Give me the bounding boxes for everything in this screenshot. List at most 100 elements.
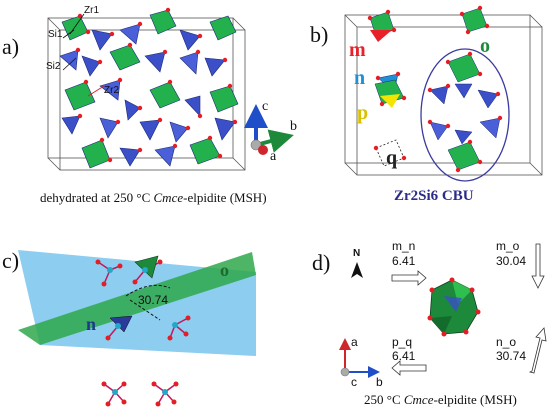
axis-d-c-label: c — [351, 375, 357, 389]
panel-c: c) o n 30.74 — [2, 248, 256, 407]
arrow-value-m-n: 6.41 — [392, 254, 416, 268]
plane-n-label: n — [86, 314, 96, 334]
arrow-label-n-o: n_o — [496, 335, 516, 349]
si-tetrahedron — [119, 147, 141, 167]
axis-d-b-label: b — [376, 375, 383, 389]
si-tetrahedron — [124, 99, 141, 121]
unit-cell-b — [344, 14, 543, 176]
arrow-value-m-o: 30.04 — [496, 254, 526, 268]
atom-label-zr2: Zr2 — [104, 85, 119, 96]
angle-line-1 — [129, 299, 161, 321]
caption-d-suffix: -elpidite (MSH) — [433, 392, 516, 407]
oxygen-atoms-b-left — [367, 5, 490, 161]
oxygen-atoms-a — [75, 7, 238, 163]
arrow-m-n-icon — [391, 270, 427, 286]
arrow-n-o-icon — [528, 327, 547, 374]
p-face — [380, 94, 400, 108]
north-label: N — [353, 248, 360, 259]
axes-abc-top: c b a — [244, 99, 297, 164]
axes-acb-d: a c b — [339, 335, 383, 389]
zr-octahedron — [209, 15, 237, 41]
si-tetrahedron — [184, 95, 201, 117]
axis-d-a-label: a — [351, 335, 358, 349]
si-tetrahedron — [91, 29, 113, 51]
north-arrow-icon — [351, 262, 363, 278]
letter-m: m — [349, 39, 366, 61]
si-tetrahedron — [204, 57, 226, 77]
unit-cell-a — [47, 17, 246, 171]
si-tetrahedron — [179, 51, 199, 75]
zr-octahedron — [61, 15, 89, 41]
si-tetrahedron — [179, 29, 201, 51]
caption-d-prefix: 250 °C — [364, 392, 404, 407]
axis-c-label: c — [262, 99, 268, 114]
atom-label-si2: Si2 — [46, 61, 61, 72]
angle-arc — [125, 284, 171, 297]
si-tetrahedron — [154, 145, 176, 167]
letter-q: q — [386, 147, 397, 169]
si-tetrahedron — [59, 49, 79, 71]
arrow-label-p-q: p_q — [392, 335, 412, 349]
oxygen-atoms-cbu — [427, 51, 503, 173]
caption-a-prefix: dehydrated at 250 °C — [40, 190, 154, 205]
arrow-value-p-q: 6.41 — [392, 349, 416, 363]
si-tetrahedron — [454, 83, 473, 99]
central-polyhedron — [427, 277, 481, 337]
letter-n: n — [354, 67, 365, 89]
axis-b-label: b — [290, 119, 297, 134]
caption-d: 250 °C Cmce-elpidite (MSH) — [364, 392, 517, 407]
panel-a: a) — [2, 5, 246, 171]
arrow-value-n-o: 30.74 — [496, 349, 526, 363]
panel-b-label: b) — [310, 22, 328, 47]
arrow-label-m-o: m_o — [496, 239, 520, 253]
si-tetrahedron — [99, 117, 119, 139]
cluster-mid — [105, 315, 191, 341]
cbu-ring — [429, 53, 501, 171]
si-tetrahedron — [139, 119, 161, 141]
cluster-bottom — [101, 381, 179, 407]
si-tetrahedron — [479, 117, 501, 139]
si-tetrahedron — [429, 85, 449, 105]
zr2-leader — [87, 85, 105, 97]
caption-a-suffix: -elpidite (MSH) — [183, 190, 266, 205]
zr-octahedron — [189, 137, 221, 165]
arrow-label-m-n: m_n — [392, 239, 415, 253]
panel-b: b) — [310, 5, 543, 204]
zr-octahedron — [81, 139, 111, 169]
caption-d-italic: Cmce — [404, 392, 434, 407]
caption-a: dehydrated at 250 °C Cmce-elpidite (MSH) — [40, 190, 267, 205]
letter-o: o — [480, 35, 490, 57]
caption-a-italic: Cmce — [154, 190, 184, 205]
zr-octahedron — [447, 53, 481, 83]
si-tetrahedron — [454, 129, 473, 145]
arrow-p-q-icon — [391, 360, 427, 376]
panel-c-label: c) — [2, 248, 19, 273]
panel-a-label: a) — [2, 34, 19, 59]
si-tetrahedron — [119, 23, 141, 45]
panel-d-label: d) — [312, 250, 330, 275]
si-tetrahedron — [81, 55, 101, 77]
zr-octahedron — [209, 85, 239, 113]
polyhedra-framework-a — [59, 9, 239, 169]
zr-octahedron — [64, 81, 96, 111]
zr-octahedron — [149, 81, 181, 109]
m-face — [370, 30, 392, 42]
si-tetrahedron — [477, 89, 499, 109]
axis-a-label: a — [270, 149, 277, 164]
atom-label-si1: Si1 — [48, 29, 63, 40]
atom-label-zr1: Zr1 — [84, 5, 99, 16]
zr-octahedron — [109, 44, 141, 71]
si-tetrahedron — [144, 51, 166, 73]
cbu-ellipse — [420, 48, 510, 182]
zr-octahedron — [149, 9, 177, 35]
si-tetrahedron — [169, 121, 189, 143]
atom-label-leaders — [62, 13, 85, 71]
si-tetrahedron — [99, 79, 121, 101]
si-tetrahedron — [429, 121, 449, 141]
arrow-m-o-icon — [531, 243, 545, 289]
si-tetrahedron — [214, 117, 236, 141]
cbu-label: Zr2Si6 CBU — [394, 188, 474, 204]
plane-o-label: o — [220, 260, 229, 280]
panel-d: d) N m_n 6.41 p_q 6.41 m_o 30.04 n_o 30.… — [312, 239, 547, 407]
